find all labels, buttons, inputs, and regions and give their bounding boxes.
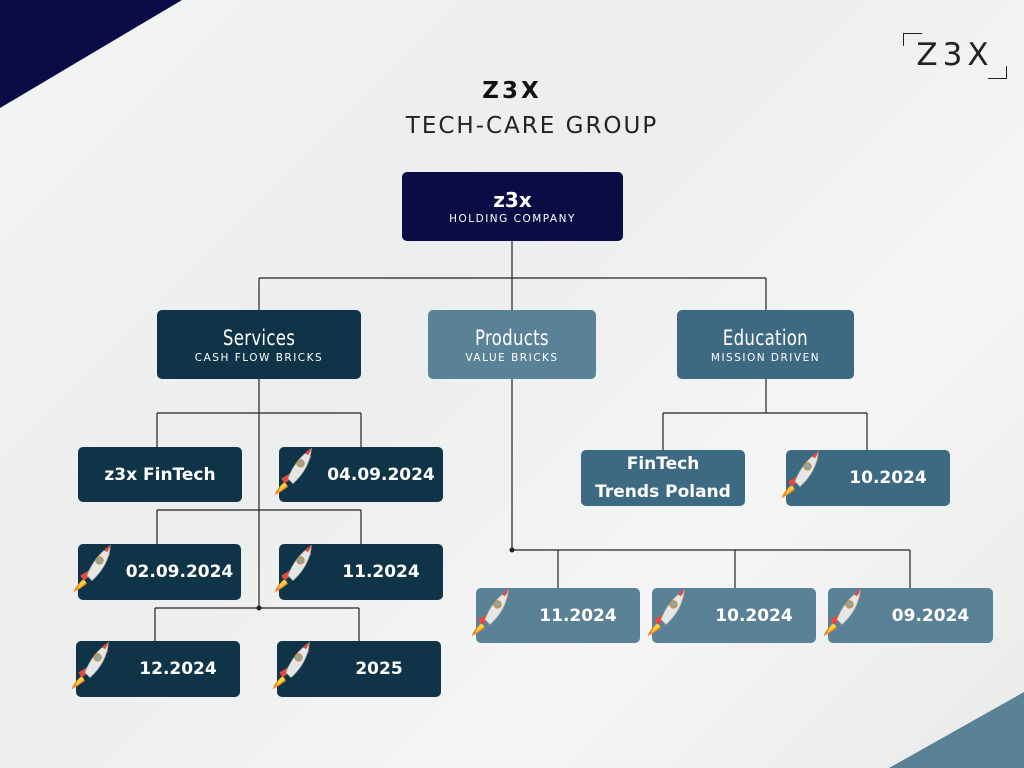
products-subtitle: VALUE BRICKS: [465, 351, 559, 364]
education-item-fintech-trends: FinTech Trends Poland: [581, 450, 745, 506]
services-title: Services: [222, 325, 296, 350]
page-subtitle: TECH-CARE GROUP: [405, 113, 659, 139]
education-node: Education MISSION DRIVEN: [677, 310, 854, 379]
rocket-icon: [780, 450, 820, 499]
services-item-112024: 11.2024: [279, 544, 443, 600]
services-item-112024-label: 11.2024: [342, 562, 420, 582]
products-node: Products VALUE BRICKS: [428, 310, 596, 379]
rocket-icon: [646, 588, 686, 637]
root-subtitle: HOLDING COMPANY: [449, 212, 576, 225]
services-item-0209-label: 02.09.2024: [125, 562, 234, 582]
services-item-122024: 12.2024: [76, 641, 240, 697]
services-item-0409-label: 04.09.2024: [327, 464, 435, 485]
services-item-2025: 2025: [277, 641, 441, 697]
services-item-fintech: z3x FinTech: [78, 447, 242, 502]
products-title: Products: [475, 325, 549, 350]
z3x-logo: Z3X: [903, 33, 1007, 79]
rocket-icon: [273, 447, 313, 496]
services-subtitle: CASH FLOW BRICKS: [194, 351, 324, 364]
education-subtitle: MISSION DRIVEN: [710, 351, 821, 364]
page-title: Z3X: [482, 78, 542, 104]
rocket-icon: [470, 588, 510, 637]
root-node: z3x HOLDING COMPANY: [402, 172, 623, 241]
corner-decoration-top-left: [0, 0, 182, 108]
services-node: Services CASH FLOW BRICKS: [157, 310, 361, 379]
services-item-2025-label: 2025: [355, 659, 403, 679]
logo-text: Z3X: [916, 37, 994, 73]
corner-decoration-bottom-right: [889, 692, 1024, 768]
products-item-092024-label: 09.2024: [891, 605, 970, 626]
education-item-102024-label: 10.2024: [849, 468, 927, 488]
rocket-icon: [822, 588, 862, 637]
education-title: Education: [722, 325, 809, 350]
rocket-icon: [70, 641, 110, 690]
rocket-icon: [72, 544, 112, 593]
education-item-fintech-trends-label: FinTech Trends Poland: [595, 454, 731, 502]
root-title: z3x: [493, 187, 532, 212]
services-item-122024-label: 12.2024: [139, 659, 217, 679]
services-item-fintech-label: z3x FinTech: [104, 464, 216, 485]
products-item-102024-label: 10.2024: [715, 605, 793, 626]
rocket-icon: [273, 544, 313, 593]
products-item-112024-label: 11.2024: [539, 605, 617, 626]
rocket-icon: [271, 641, 311, 690]
